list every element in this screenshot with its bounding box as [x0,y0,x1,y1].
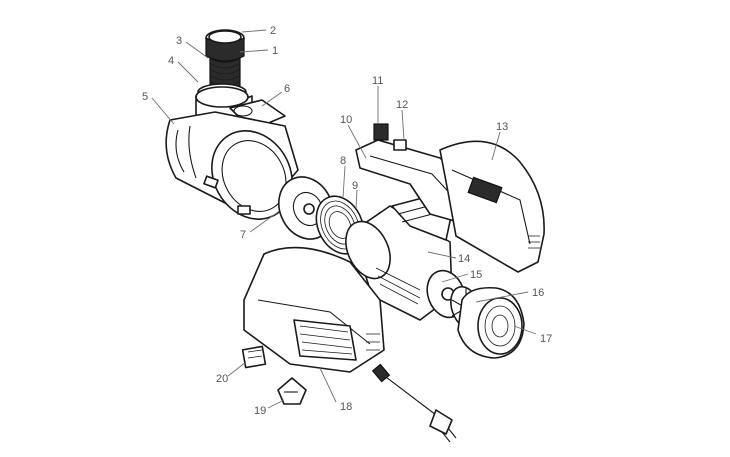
callout-1: 1 [272,45,278,57]
callout-10: 10 [340,114,352,126]
callout-18: 18 [340,401,352,413]
part-cable-clip [241,345,267,369]
callout-13: 13 [496,121,508,133]
callout-3: 3 [176,35,182,47]
part-pump-housing [165,111,299,220]
callout-6: 6 [284,83,290,95]
callout-2: 2 [270,25,276,37]
callout-16: 16 [532,287,544,299]
part-fan-cover [457,286,525,359]
callout-4: 4 [168,55,174,67]
part-rear-housing [439,140,545,273]
callout-7: 7 [240,229,246,241]
callout-8: 8 [340,155,346,167]
part-lid-knob [205,29,245,62]
part-power-cable [371,363,457,443]
callout-9: 9 [352,180,358,192]
callout-20: 20 [216,373,228,385]
callout-19: 19 [254,405,266,417]
callout-17: 17 [540,333,552,345]
part-front-cover [243,246,385,373]
callout-12: 12 [396,99,408,111]
part-mounting-foot [277,377,307,405]
leader-lines [151,29,537,409]
callout-11: 11 [372,75,383,87]
callout-5: 5 [142,91,148,103]
callout-14: 14 [458,253,470,265]
callout-labels: 2 1 3 4 5 6 7 8 9 10 11 12 13 14 15 16 1… [142,25,552,417]
callout-15: 15 [470,269,482,281]
